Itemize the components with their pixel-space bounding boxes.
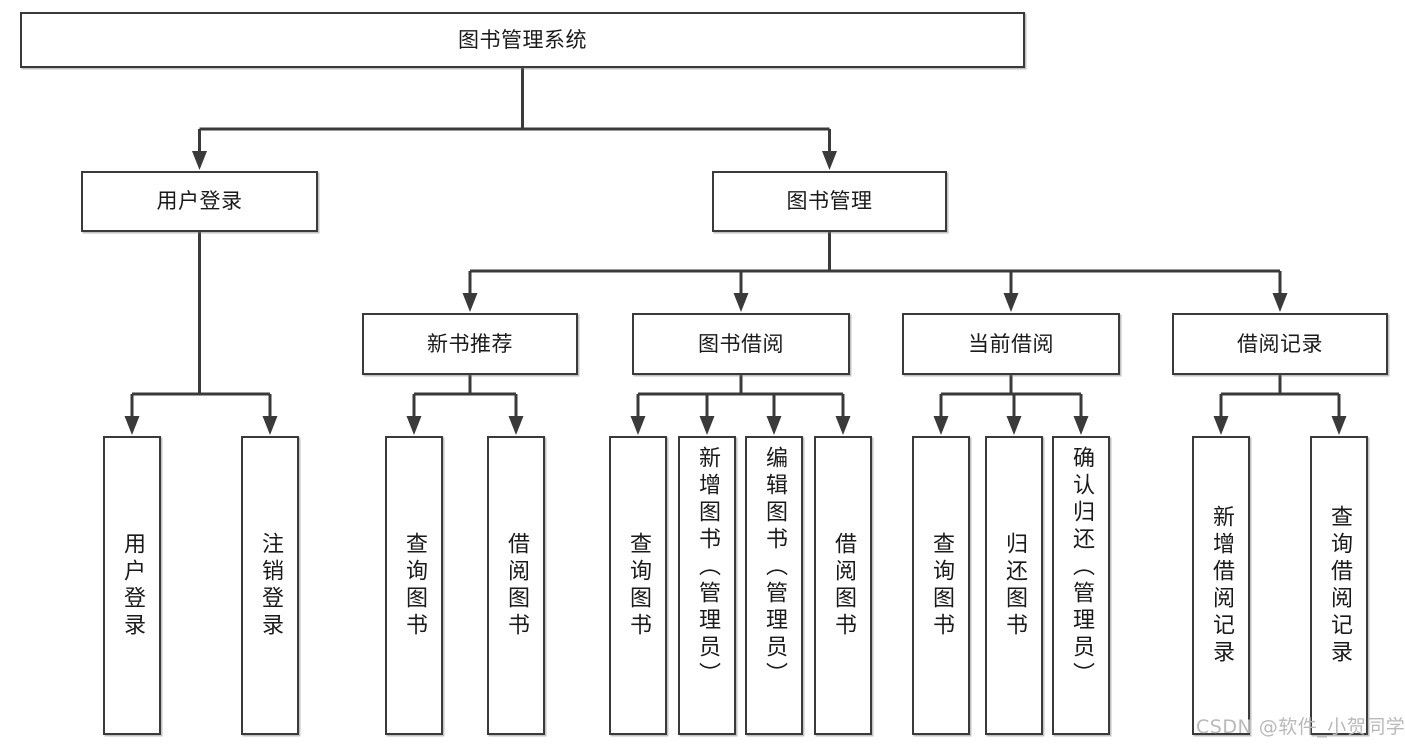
- node-new-book-rec[interactable]: 新书推荐: [362, 313, 578, 375]
- node-leaf-query-record[interactable]: 查询借阅记录: [1310, 436, 1368, 735]
- node-label: 注销登录: [258, 531, 283, 640]
- node-label: 查询图书: [626, 531, 651, 640]
- node-leaf-edit-book[interactable]: 编辑图书（管理员）: [745, 436, 803, 735]
- node-label: 查询图书: [929, 531, 954, 640]
- node-label: 新增图书（管理员）: [695, 446, 720, 689]
- node-label: 新书推荐: [427, 331, 513, 356]
- node-leaf-add-book[interactable]: 新增图书（管理员）: [678, 436, 736, 735]
- node-leaf-query-book-2[interactable]: 查询图书: [609, 436, 667, 735]
- node-book-manage[interactable]: 图书管理: [712, 171, 947, 232]
- node-label: 图书管理: [786, 189, 873, 214]
- node-label: 借阅图书: [504, 531, 529, 640]
- node-label: 确认归还（管理员）: [1069, 446, 1094, 689]
- node-leaf-borrow-book-1[interactable]: 借阅图书: [487, 436, 545, 735]
- node-leaf-confirm-return[interactable]: 确认归还（管理员）: [1052, 436, 1110, 735]
- node-leaf-add-record[interactable]: 新增借阅记录: [1192, 436, 1250, 735]
- node-root[interactable]: 图书管理系统: [20, 12, 1025, 68]
- node-label: 查询借阅记录: [1327, 504, 1352, 667]
- node-label: 借阅图书: [831, 531, 856, 640]
- node-label: 用户登录: [156, 189, 243, 214]
- node-label: 编辑图书（管理员）: [762, 446, 787, 689]
- node-label: 用户登录: [120, 531, 145, 640]
- node-label: 新增借阅记录: [1209, 504, 1234, 667]
- node-label: 查询图书: [402, 531, 427, 640]
- node-borrow-record[interactable]: 借阅记录: [1172, 313, 1388, 375]
- node-label: 图书管理系统: [458, 27, 587, 52]
- node-leaf-user-logout[interactable]: 注销登录: [241, 436, 299, 735]
- node-label: 图书借阅: [698, 331, 784, 356]
- node-user-login[interactable]: 用户登录: [81, 171, 318, 232]
- node-label: 当前借阅: [968, 331, 1054, 356]
- node-leaf-query-book-3[interactable]: 查询图书: [912, 436, 970, 735]
- node-leaf-query-book-1[interactable]: 查询图书: [385, 436, 443, 735]
- node-label: 借阅记录: [1237, 331, 1323, 356]
- watermark-text: CSDN @软件_小贺同学: [1196, 716, 1405, 738]
- node-book-borrow[interactable]: 图书借阅: [632, 313, 850, 375]
- node-label: 归还图书: [1002, 531, 1027, 640]
- node-leaf-user-login[interactable]: 用户登录: [103, 436, 161, 735]
- node-current-borrow[interactable]: 当前借阅: [902, 313, 1120, 375]
- node-leaf-borrow-book-2[interactable]: 借阅图书: [814, 436, 872, 735]
- node-leaf-return-book[interactable]: 归还图书: [985, 436, 1043, 735]
